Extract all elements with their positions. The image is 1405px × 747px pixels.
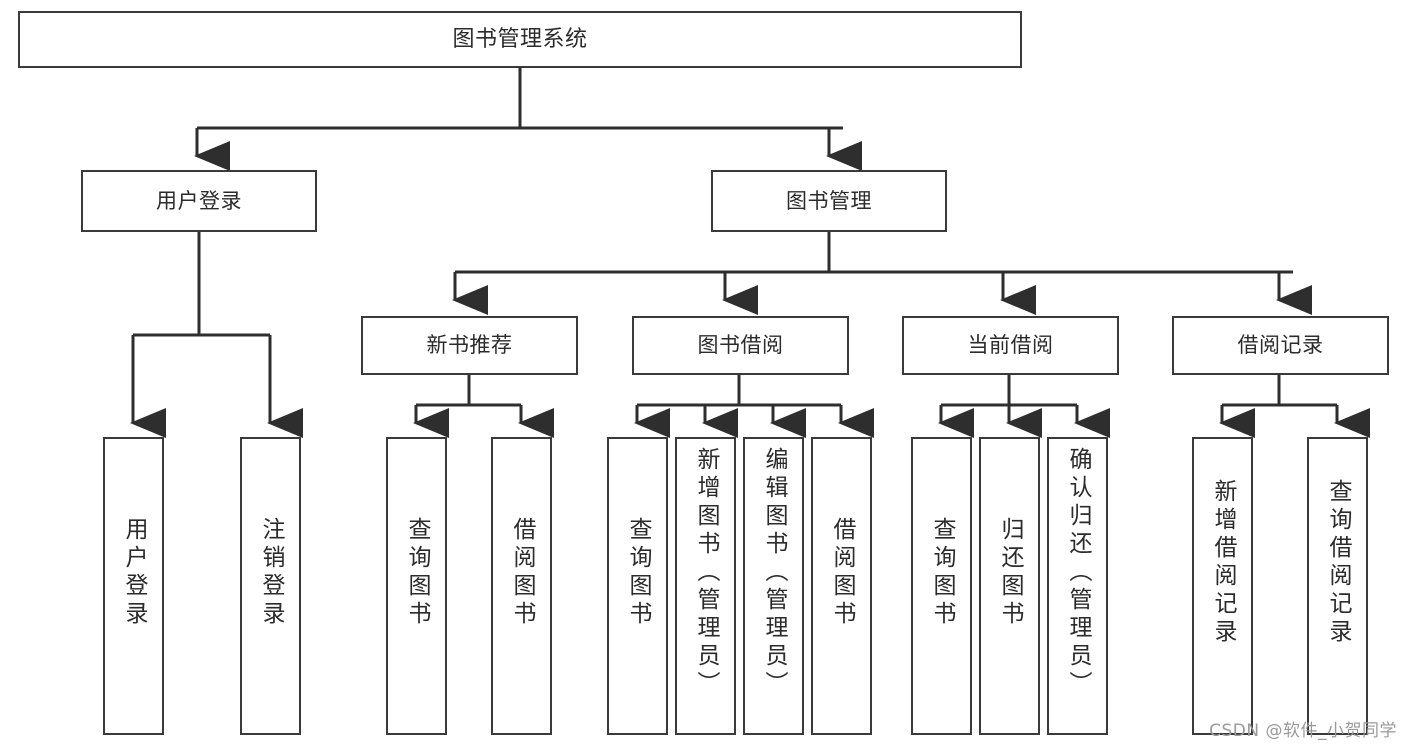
node-new-book-recommend-label: 新书推荐 bbox=[426, 333, 513, 358]
node-leaf-borrow-book-recommend[interactable]: 借阅图书 bbox=[491, 437, 552, 735]
node-leaf-confirm-return-admin-label: 确认归还（管理员） bbox=[1065, 447, 1091, 699]
node-borrow-record-label: 借阅记录 bbox=[1237, 333, 1324, 358]
node-leaf-query-borrow-record-label: 查询借阅记录 bbox=[1325, 479, 1351, 647]
node-leaf-borrow-book[interactable]: 借阅图书 bbox=[811, 437, 872, 735]
node-book-borrow-label: 图书借阅 bbox=[697, 333, 784, 358]
node-root-system[interactable]: 图书管理系统 bbox=[18, 11, 1022, 68]
node-current-borrow-label: 当前借阅 bbox=[967, 333, 1054, 358]
node-leaf-edit-book-admin[interactable]: 编辑图书（管理员） bbox=[743, 437, 804, 735]
node-leaf-add-borrow-record-label: 新增借阅记录 bbox=[1210, 479, 1236, 647]
node-book-management-label: 图书管理 bbox=[786, 188, 872, 213]
node-leaf-borrow-book-recommend-label: 借阅图书 bbox=[509, 517, 535, 629]
node-leaf-query-book-borrow-label: 查询图书 bbox=[625, 517, 651, 629]
node-borrow-record[interactable]: 借阅记录 bbox=[1172, 316, 1389, 375]
csdn-watermark: CSDN @软件_小贺同学 bbox=[1209, 721, 1397, 741]
node-leaf-query-book-recommend[interactable]: 查询图书 bbox=[386, 437, 447, 735]
node-user-login-label: 用户登录 bbox=[156, 188, 242, 213]
node-leaf-borrow-book-label: 借阅图书 bbox=[829, 517, 855, 629]
node-current-borrow[interactable]: 当前借阅 bbox=[902, 316, 1119, 375]
node-leaf-query-borrow-record[interactable]: 查询借阅记录 bbox=[1307, 437, 1368, 735]
node-new-book-recommend[interactable]: 新书推荐 bbox=[361, 316, 578, 375]
node-leaf-query-book-recommend-label: 查询图书 bbox=[404, 517, 430, 629]
node-leaf-add-book-admin-label: 新增图书（管理员） bbox=[693, 447, 719, 699]
node-leaf-query-book-borrow[interactable]: 查询图书 bbox=[607, 437, 668, 735]
node-leaf-query-book-current-label: 查询图书 bbox=[929, 517, 955, 629]
node-leaf-edit-book-admin-label: 编辑图书（管理员） bbox=[761, 447, 787, 699]
node-leaf-confirm-return-admin[interactable]: 确认归还（管理员） bbox=[1047, 437, 1108, 735]
node-leaf-add-borrow-record[interactable]: 新增借阅记录 bbox=[1192, 437, 1253, 735]
node-user-login[interactable]: 用户登录 bbox=[81, 170, 317, 232]
node-leaf-logout-label: 注销登录 bbox=[258, 517, 284, 629]
node-book-borrow[interactable]: 图书借阅 bbox=[632, 316, 849, 375]
node-leaf-return-book-label: 归还图书 bbox=[997, 517, 1023, 629]
node-leaf-user-login-label: 用户登录 bbox=[121, 517, 147, 629]
node-book-management[interactable]: 图书管理 bbox=[711, 170, 947, 232]
node-leaf-query-book-current[interactable]: 查询图书 bbox=[911, 437, 972, 735]
node-leaf-return-book[interactable]: 归还图书 bbox=[979, 437, 1040, 735]
node-leaf-logout[interactable]: 注销登录 bbox=[240, 437, 301, 735]
node-leaf-user-login[interactable]: 用户登录 bbox=[103, 437, 164, 735]
node-leaf-add-book-admin[interactable]: 新增图书（管理员） bbox=[675, 437, 736, 735]
node-root-system-label: 图书管理系统 bbox=[452, 26, 588, 52]
